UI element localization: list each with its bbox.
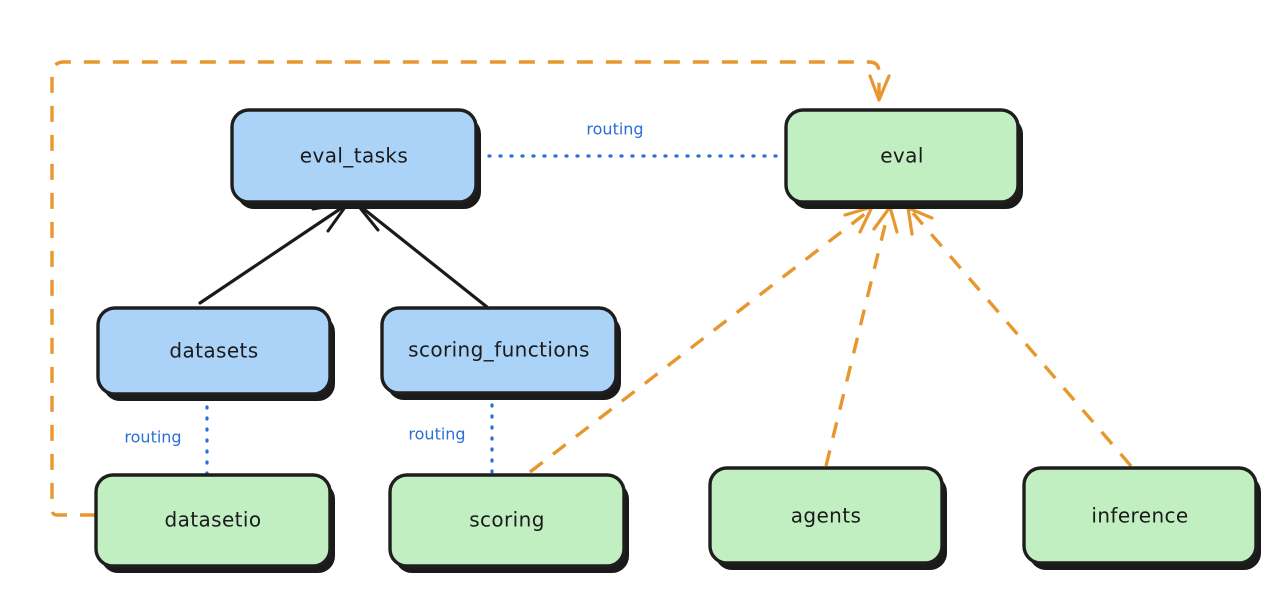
edge-agents-to-eval [824, 205, 899, 467]
node-datasetio-body[interactable] [94, 473, 332, 568]
edge-inference-to-eval [906, 206, 1133, 468]
node-inference[interactable]: inference [1022, 466, 1261, 570]
node-datasets[interactable]: datasets [96, 306, 335, 401]
node-scoring_functions[interactable]: scoring_functions [380, 306, 621, 400]
edge-eval_tasks-to-eval: routing [476, 120, 788, 158]
edge-scoring_functions-to-scoring: routing [408, 392, 494, 476]
node-scoring-body[interactable] [388, 473, 626, 568]
edge-scoring_functions-to-eval_tasks [354, 201, 489, 309]
node-eval_tasks[interactable]: eval_tasks [230, 108, 481, 209]
edge-label-routing-scoring: routing [408, 425, 465, 444]
node-eval[interactable]: eval [784, 108, 1023, 209]
node-scoring_functions-label: scoring_functions [408, 338, 590, 362]
node-datasets-label: datasets [169, 339, 258, 363]
node-inference-body[interactable] [1022, 466, 1258, 565]
node-inference-label: inference [1091, 504, 1188, 528]
node-datasets-body[interactable] [96, 306, 332, 396]
node-scoring-label: scoring [469, 508, 545, 532]
node-scoring[interactable]: scoring [388, 473, 629, 573]
node-datasetio[interactable]: datasetio [94, 473, 335, 573]
node-eval-label: eval [880, 144, 924, 168]
edge-label-routing-eval: routing [586, 120, 643, 139]
node-datasetio-label: datasetio [164, 508, 261, 532]
edge-datasets-to-eval_tasks [198, 201, 350, 305]
edge-label-routing-datasetio: routing [124, 428, 181, 447]
node-agents-body[interactable] [708, 466, 944, 565]
node-eval_tasks-body[interactable] [230, 108, 478, 204]
node-scoring_functions-body[interactable] [380, 306, 618, 395]
node-agents-label: agents [791, 504, 862, 528]
node-agents[interactable]: agents [708, 466, 947, 570]
edge-datasets-to-datasetio: routing [124, 394, 209, 476]
edge-datasetio-to-eval [50, 60, 891, 517]
node-eval_tasks-label: eval_tasks [300, 144, 408, 168]
node-eval-body[interactable] [784, 108, 1020, 204]
